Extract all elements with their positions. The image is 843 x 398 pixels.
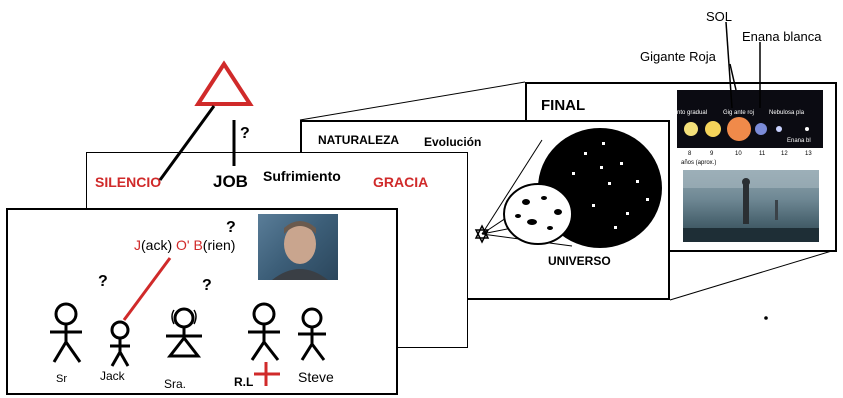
silencio-label: SILENCIO bbox=[95, 174, 162, 190]
label-jack: Jack bbox=[100, 369, 125, 383]
universe-drawing bbox=[474, 128, 662, 248]
actor-portrait-photo bbox=[258, 214, 338, 280]
figure-steve bbox=[298, 307, 326, 361]
chart-label-gigante: Gig ante roj bbox=[723, 110, 755, 116]
figure-rl bbox=[248, 302, 280, 361]
question-mark-right: ? bbox=[202, 277, 212, 294]
chart-label-enana: Enana bl bbox=[787, 138, 811, 144]
sol-label: SOL bbox=[706, 9, 733, 24]
film-still-photo bbox=[683, 170, 819, 242]
star-of-david-icon bbox=[474, 224, 490, 239]
star-chart-graphic bbox=[677, 117, 823, 162]
naturaleza-title: NATURALEZA bbox=[318, 133, 400, 147]
question-mark-jackobrien: ? bbox=[226, 219, 236, 236]
jack-obrien-label: J(ack) O' B(rien) bbox=[134, 237, 236, 253]
label-rl: R.L bbox=[234, 375, 254, 389]
sufrimiento-label: Sufrimiento bbox=[263, 168, 341, 184]
chart-label-gradual: nto gradual bbox=[677, 110, 708, 116]
question-mark-left: ? bbox=[98, 273, 108, 290]
triangle-icon bbox=[194, 60, 254, 106]
film-still-graphic bbox=[683, 170, 819, 242]
star-evolution-chart: nto gradual Gig ante roj Nebulosa pla En… bbox=[677, 90, 823, 162]
label-steve: Steve bbox=[298, 369, 334, 385]
gracia-label: GRACIA bbox=[373, 174, 429, 190]
portrait-graphic bbox=[272, 221, 328, 280]
question-mark-job: ? bbox=[240, 125, 250, 142]
enana-blanca-label: Enana blanca bbox=[742, 29, 822, 44]
chart-tick-2: 10 bbox=[735, 151, 742, 157]
job-label: JOB bbox=[213, 172, 248, 191]
chart-tick-5: 13 bbox=[805, 151, 812, 157]
label-sra: Sra. bbox=[164, 377, 187, 391]
chart-tick-0: 8 bbox=[688, 151, 692, 157]
label-sr: Sr bbox=[56, 373, 67, 385]
universo-label: UNIVERSO bbox=[548, 254, 611, 268]
figure-sra bbox=[166, 307, 202, 358]
chart-tick-3: 11 bbox=[759, 151, 766, 157]
final-title: FINAL bbox=[541, 97, 586, 114]
figure-jack bbox=[110, 320, 130, 367]
gigante-roja-label: Gigante Roja bbox=[640, 49, 716, 64]
red-cross-icon bbox=[254, 362, 280, 386]
evolucion-label: Evolución bbox=[424, 135, 482, 149]
chart-label-nebulosa: Nebulosa pla bbox=[769, 110, 805, 116]
chart-tick-4: 12 bbox=[781, 151, 788, 157]
panel-final: FINAL nto gradual Gig ante roj Nebulosa … bbox=[525, 82, 837, 252]
family-drawing bbox=[50, 257, 326, 386]
figure-sr bbox=[50, 302, 82, 363]
chart-axis-note: años (aprox.) bbox=[681, 160, 717, 166]
chart-tick-1: 9 bbox=[710, 151, 714, 157]
panel-family: J(ack) O' B(rien) ? ? ? bbox=[6, 208, 398, 395]
